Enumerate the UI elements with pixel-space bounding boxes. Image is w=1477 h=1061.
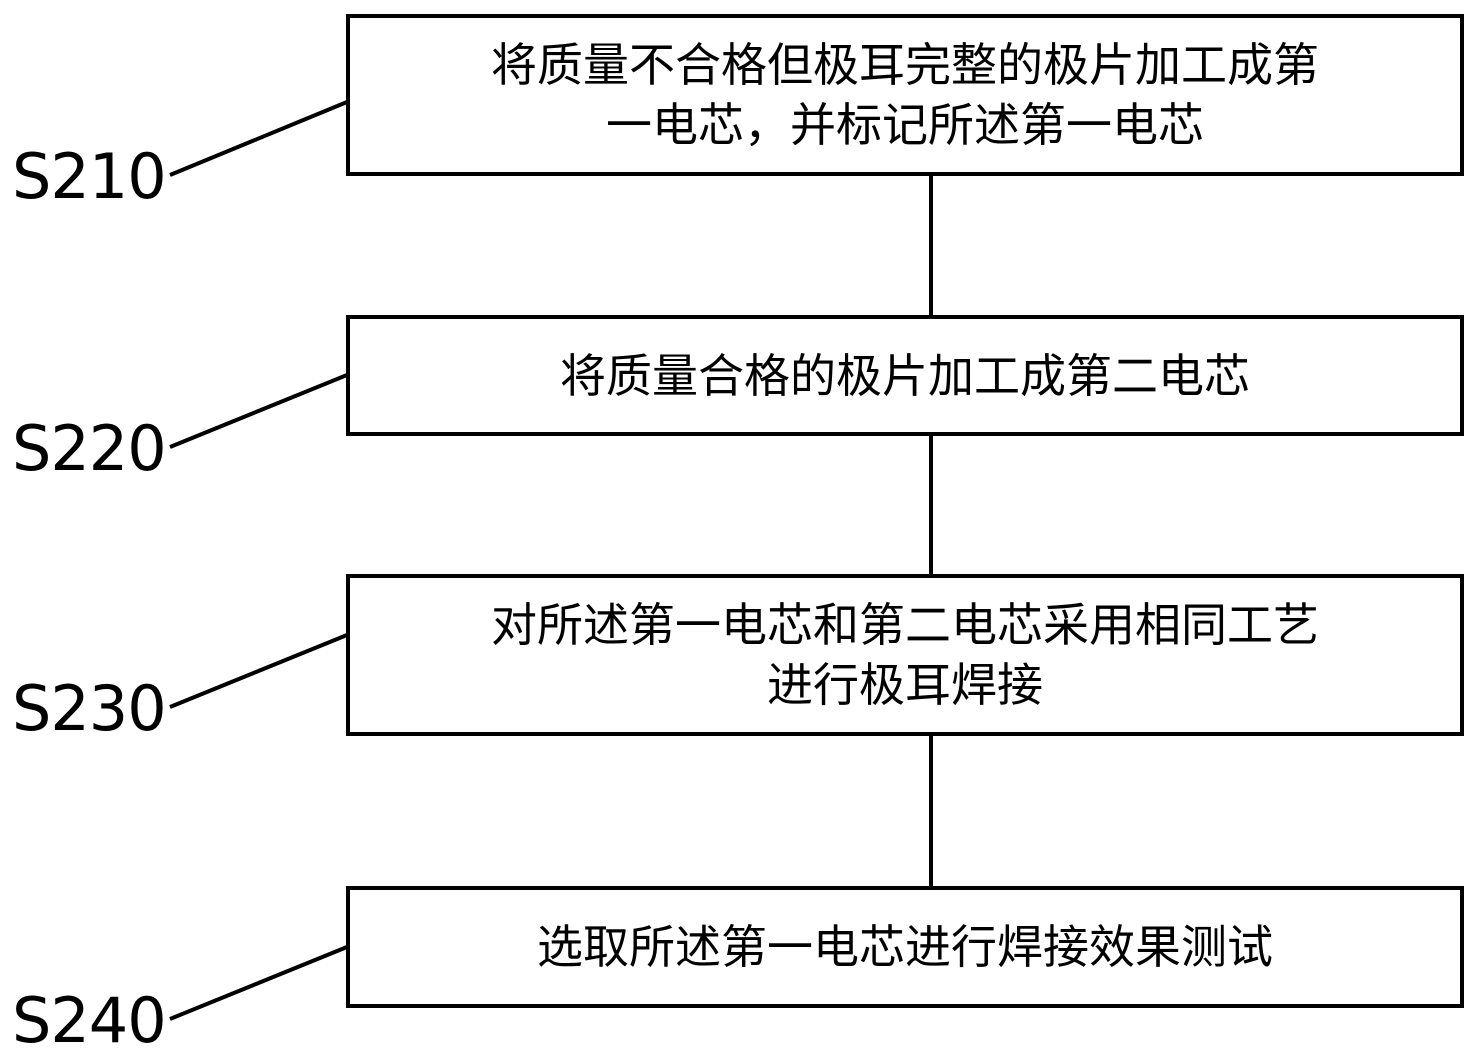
step-label-s230: S230 xyxy=(12,672,167,745)
step-text-s210: 将质量不合格但极耳完整的极片加工成第 一电芯，并标记所述第一电芯 xyxy=(491,38,1319,152)
leader-line-s230 xyxy=(169,633,348,709)
step-text-s240: 选取所述第一电芯进行焊接效果测试 xyxy=(537,920,1273,974)
step-text-s220: 将质量合格的极片加工成第二电芯 xyxy=(560,348,1250,403)
step-text-s230: 对所述第一电芯和第二电芯采用相同工艺 进行极耳焊接 xyxy=(491,598,1319,712)
leader-line-s220 xyxy=(169,373,348,449)
step-label-s210: S210 xyxy=(12,140,167,213)
leader-line-s240 xyxy=(169,945,348,1021)
step-box-s210: 将质量不合格但极耳完整的极片加工成第 一电芯，并标记所述第一电芯 xyxy=(346,14,1464,176)
leader-line-s210 xyxy=(169,100,348,177)
step-box-s240: 选取所述第一电芯进行焊接效果测试 xyxy=(346,886,1464,1008)
step-box-s220: 将质量合格的极片加工成第二电芯 xyxy=(346,315,1464,436)
step-label-s240: S240 xyxy=(12,984,167,1057)
step-label-s220: S220 xyxy=(12,412,167,485)
step-box-s230: 对所述第一电芯和第二电芯采用相同工艺 进行极耳焊接 xyxy=(346,574,1464,736)
